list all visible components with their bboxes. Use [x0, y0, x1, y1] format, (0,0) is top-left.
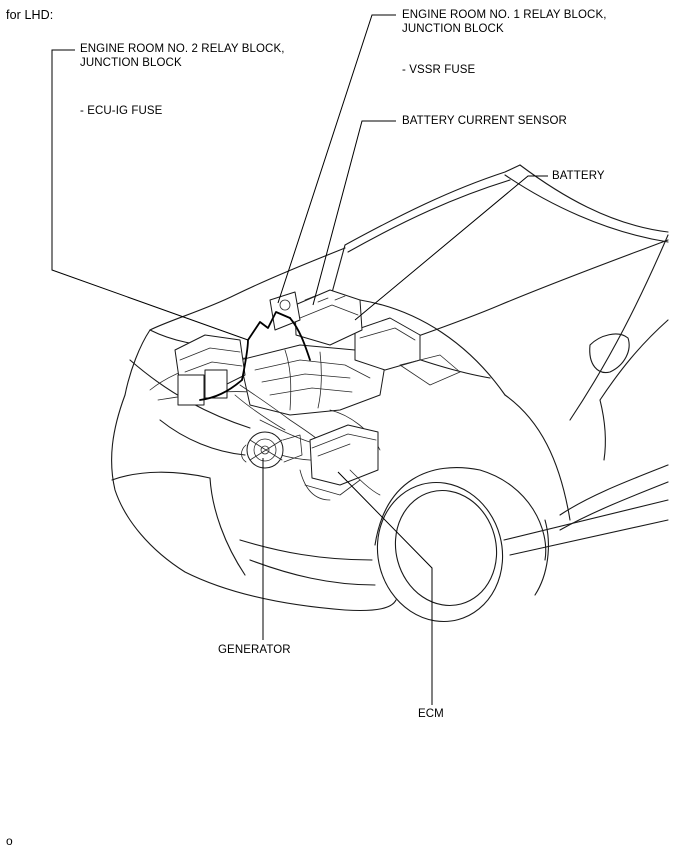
generator-label: GENERATOR: [218, 644, 291, 656]
er2-block-label-line2: JUNCTION BLOCK: [80, 57, 182, 69]
ecu-ig-fuse-label: - ECU-IG FUSE: [80, 105, 163, 117]
battery-current-sensor-label: BATTERY CURRENT SENSOR: [402, 115, 567, 127]
engine-bay: [149, 289, 461, 501]
battery-label: BATTERY: [552, 170, 605, 182]
er2-block-label-line1: ENGINE ROOM NO. 2 RELAY BLOCK,: [80, 43, 285, 55]
er1-block-label-line2: JUNCTION BLOCK: [402, 23, 504, 35]
leader-lines: [51, 14, 548, 705]
variant-label: for LHD:: [6, 8, 54, 22]
vssr-fuse-label: - VSSR FUSE: [402, 64, 476, 76]
car-body-outline: [111, 164, 669, 623]
er1-block-label-line1: ENGINE ROOM NO. 1 RELAY BLOCK,: [402, 9, 607, 21]
figure-code: o: [6, 834, 13, 848]
ecm-label: ECM: [418, 708, 444, 720]
